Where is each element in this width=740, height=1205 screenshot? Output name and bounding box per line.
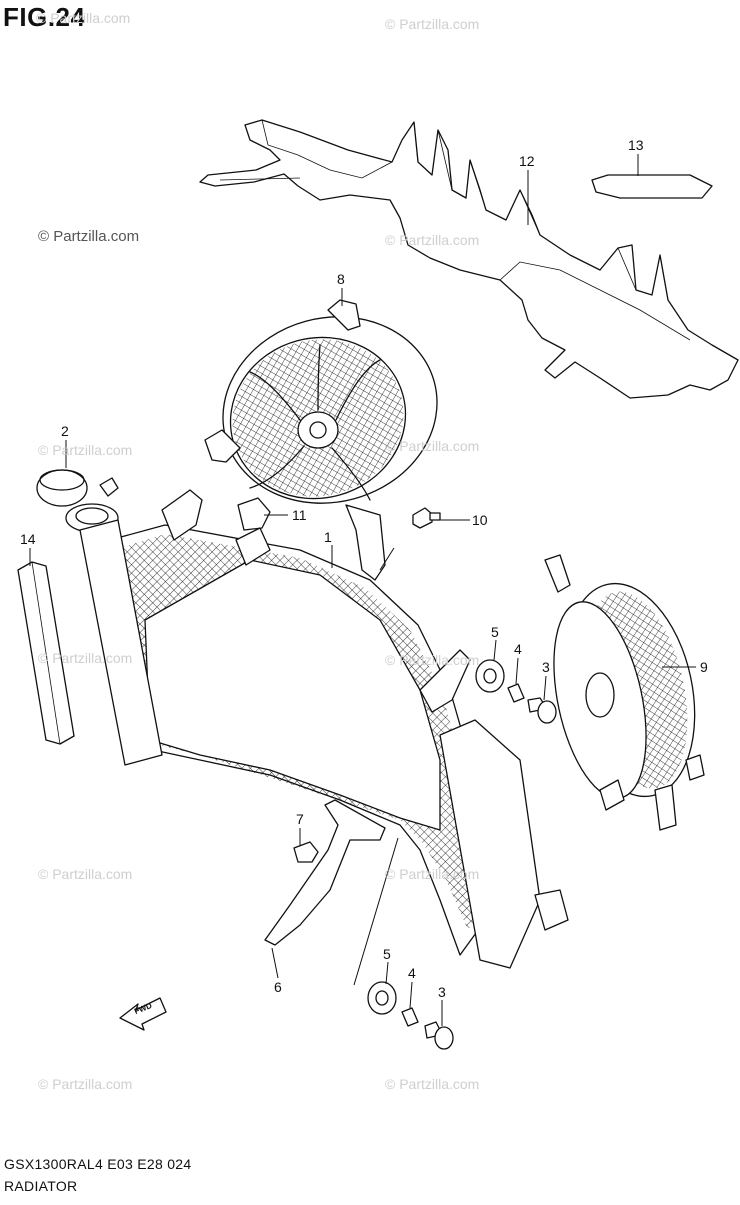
callout-3-upper[interactable]: 3 — [542, 659, 550, 675]
watermark-text: © Partzilla.com — [385, 438, 480, 454]
part-3-bolt-lower — [424, 1021, 454, 1050]
part-5-grommet-upper — [475, 659, 505, 693]
watermark-text: © Partzilla.com — [385, 866, 480, 882]
callout-5-upper[interactable]: 5 — [491, 624, 499, 640]
part-9-cooling-fan — [544, 554, 705, 831]
part-5-grommet-lower — [367, 981, 397, 1015]
model-code: GSX1300RAL4 E03 E28 024 — [4, 1156, 192, 1172]
callout-6[interactable]: 6 — [274, 979, 282, 995]
callout-leader-lines — [29, 154, 696, 1026]
watermark-text: © Partzilla.com — [38, 442, 133, 458]
part-6-bracket — [264, 799, 386, 946]
figure-title: FIG.24 — [3, 2, 86, 32]
part-11-clip-nut — [237, 497, 271, 531]
callout-11[interactable]: 11 — [292, 507, 307, 523]
part-4-collar-upper — [507, 683, 525, 703]
fwd-arrow-icon — [119, 997, 167, 1031]
part-12-shroud — [199, 119, 739, 399]
part-1-radiator — [79, 489, 569, 969]
watermark-text: © Partzilla.com — [38, 228, 140, 245]
callout-3-lower[interactable]: 3 — [438, 984, 446, 1000]
callout-2[interactable]: 2 — [61, 423, 69, 439]
callout-8[interactable]: 8 — [337, 271, 345, 287]
callout-10[interactable]: 10 — [472, 512, 488, 528]
watermark-text: © Partzilla.com — [385, 1076, 480, 1092]
watermark-text: © Partzilla.com — [385, 232, 480, 248]
callout-5-lower[interactable]: 5 — [383, 946, 391, 962]
watermark-text: © Partzilla.com — [38, 650, 133, 666]
part-4-collar-lower — [401, 1007, 419, 1027]
callout-9[interactable]: 9 — [700, 659, 708, 675]
callout-7[interactable]: 7 — [296, 811, 304, 827]
watermark-text: © Partzilla.com — [385, 16, 480, 32]
callout-14[interactable]: 14 — [20, 531, 36, 547]
part-13-pad — [591, 174, 713, 199]
callout-12[interactable]: 12 — [519, 153, 535, 169]
callout-1[interactable]: 1 — [324, 529, 332, 545]
part-10-bolt — [412, 507, 441, 529]
watermark-text: © Partzilla.com — [38, 1076, 133, 1092]
part-3-bolt-upper — [527, 697, 557, 724]
part-7-bolt — [293, 841, 319, 863]
watermark-text: © Partzilla.com — [36, 10, 131, 26]
part-14-side-pad — [17, 561, 75, 745]
watermark-text: © Partzilla.com — [385, 652, 480, 668]
section-name: RADIATOR — [4, 1178, 78, 1194]
callout-4-lower[interactable]: 4 — [408, 965, 416, 981]
callout-4-upper[interactable]: 4 — [514, 641, 522, 657]
part-8-cooling-fan — [204, 299, 438, 581]
watermark-text: © Partzilla.com — [38, 866, 133, 882]
callout-13[interactable]: 13 — [628, 137, 644, 153]
